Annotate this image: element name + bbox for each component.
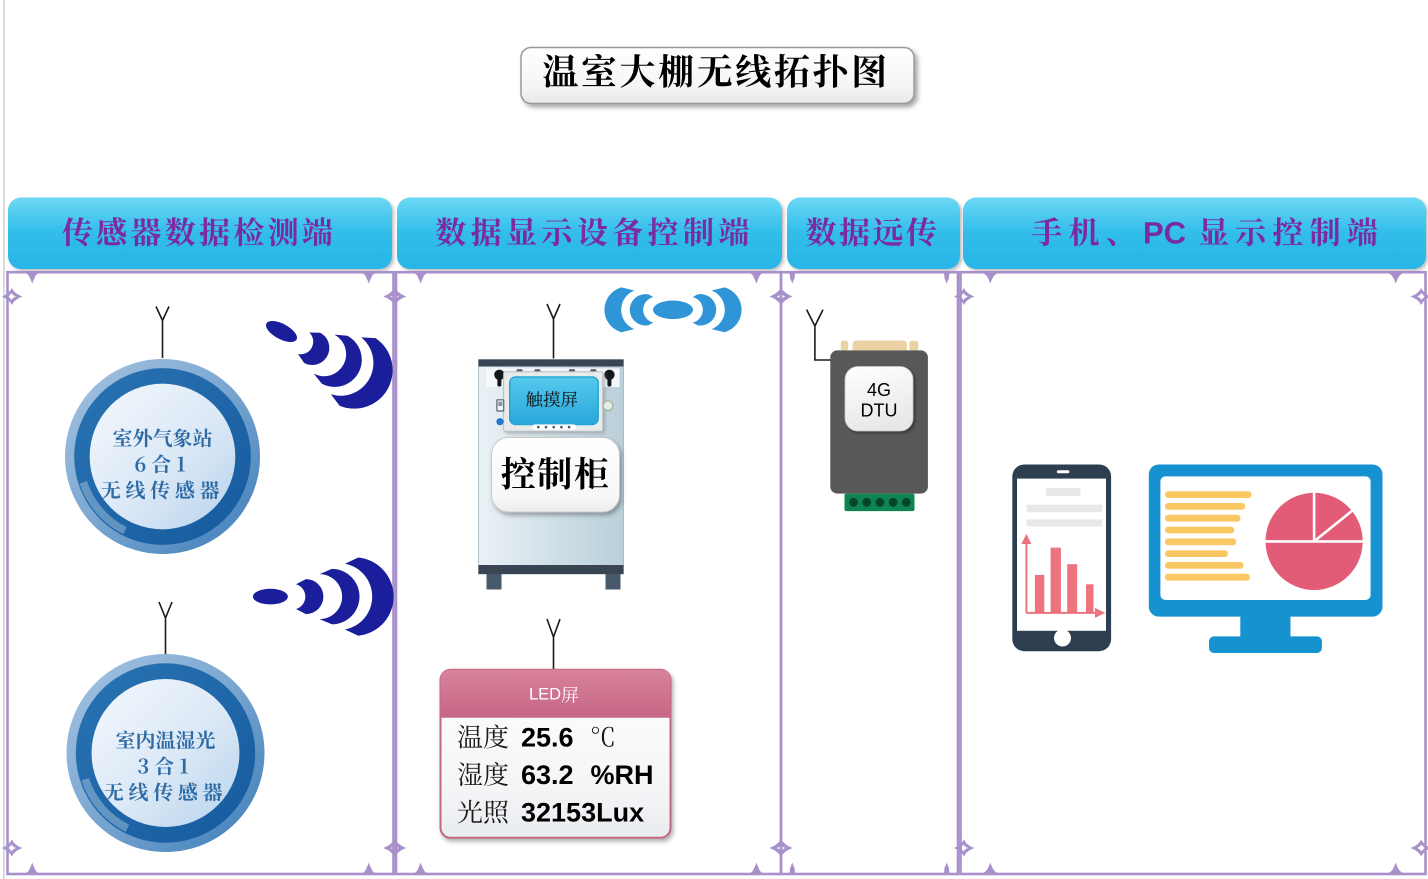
svg-text:LED: LED: [529, 686, 561, 704]
svg-text:%RH: %RH: [591, 760, 654, 790]
svg-text:DTU: DTU: [861, 401, 898, 421]
svg-text:63.2: 63.2: [521, 760, 574, 790]
svg-text:4G: 4G: [867, 380, 891, 400]
svg-text:25.6: 25.6: [521, 723, 574, 753]
svg-text:32153Lux: 32153Lux: [521, 798, 644, 828]
